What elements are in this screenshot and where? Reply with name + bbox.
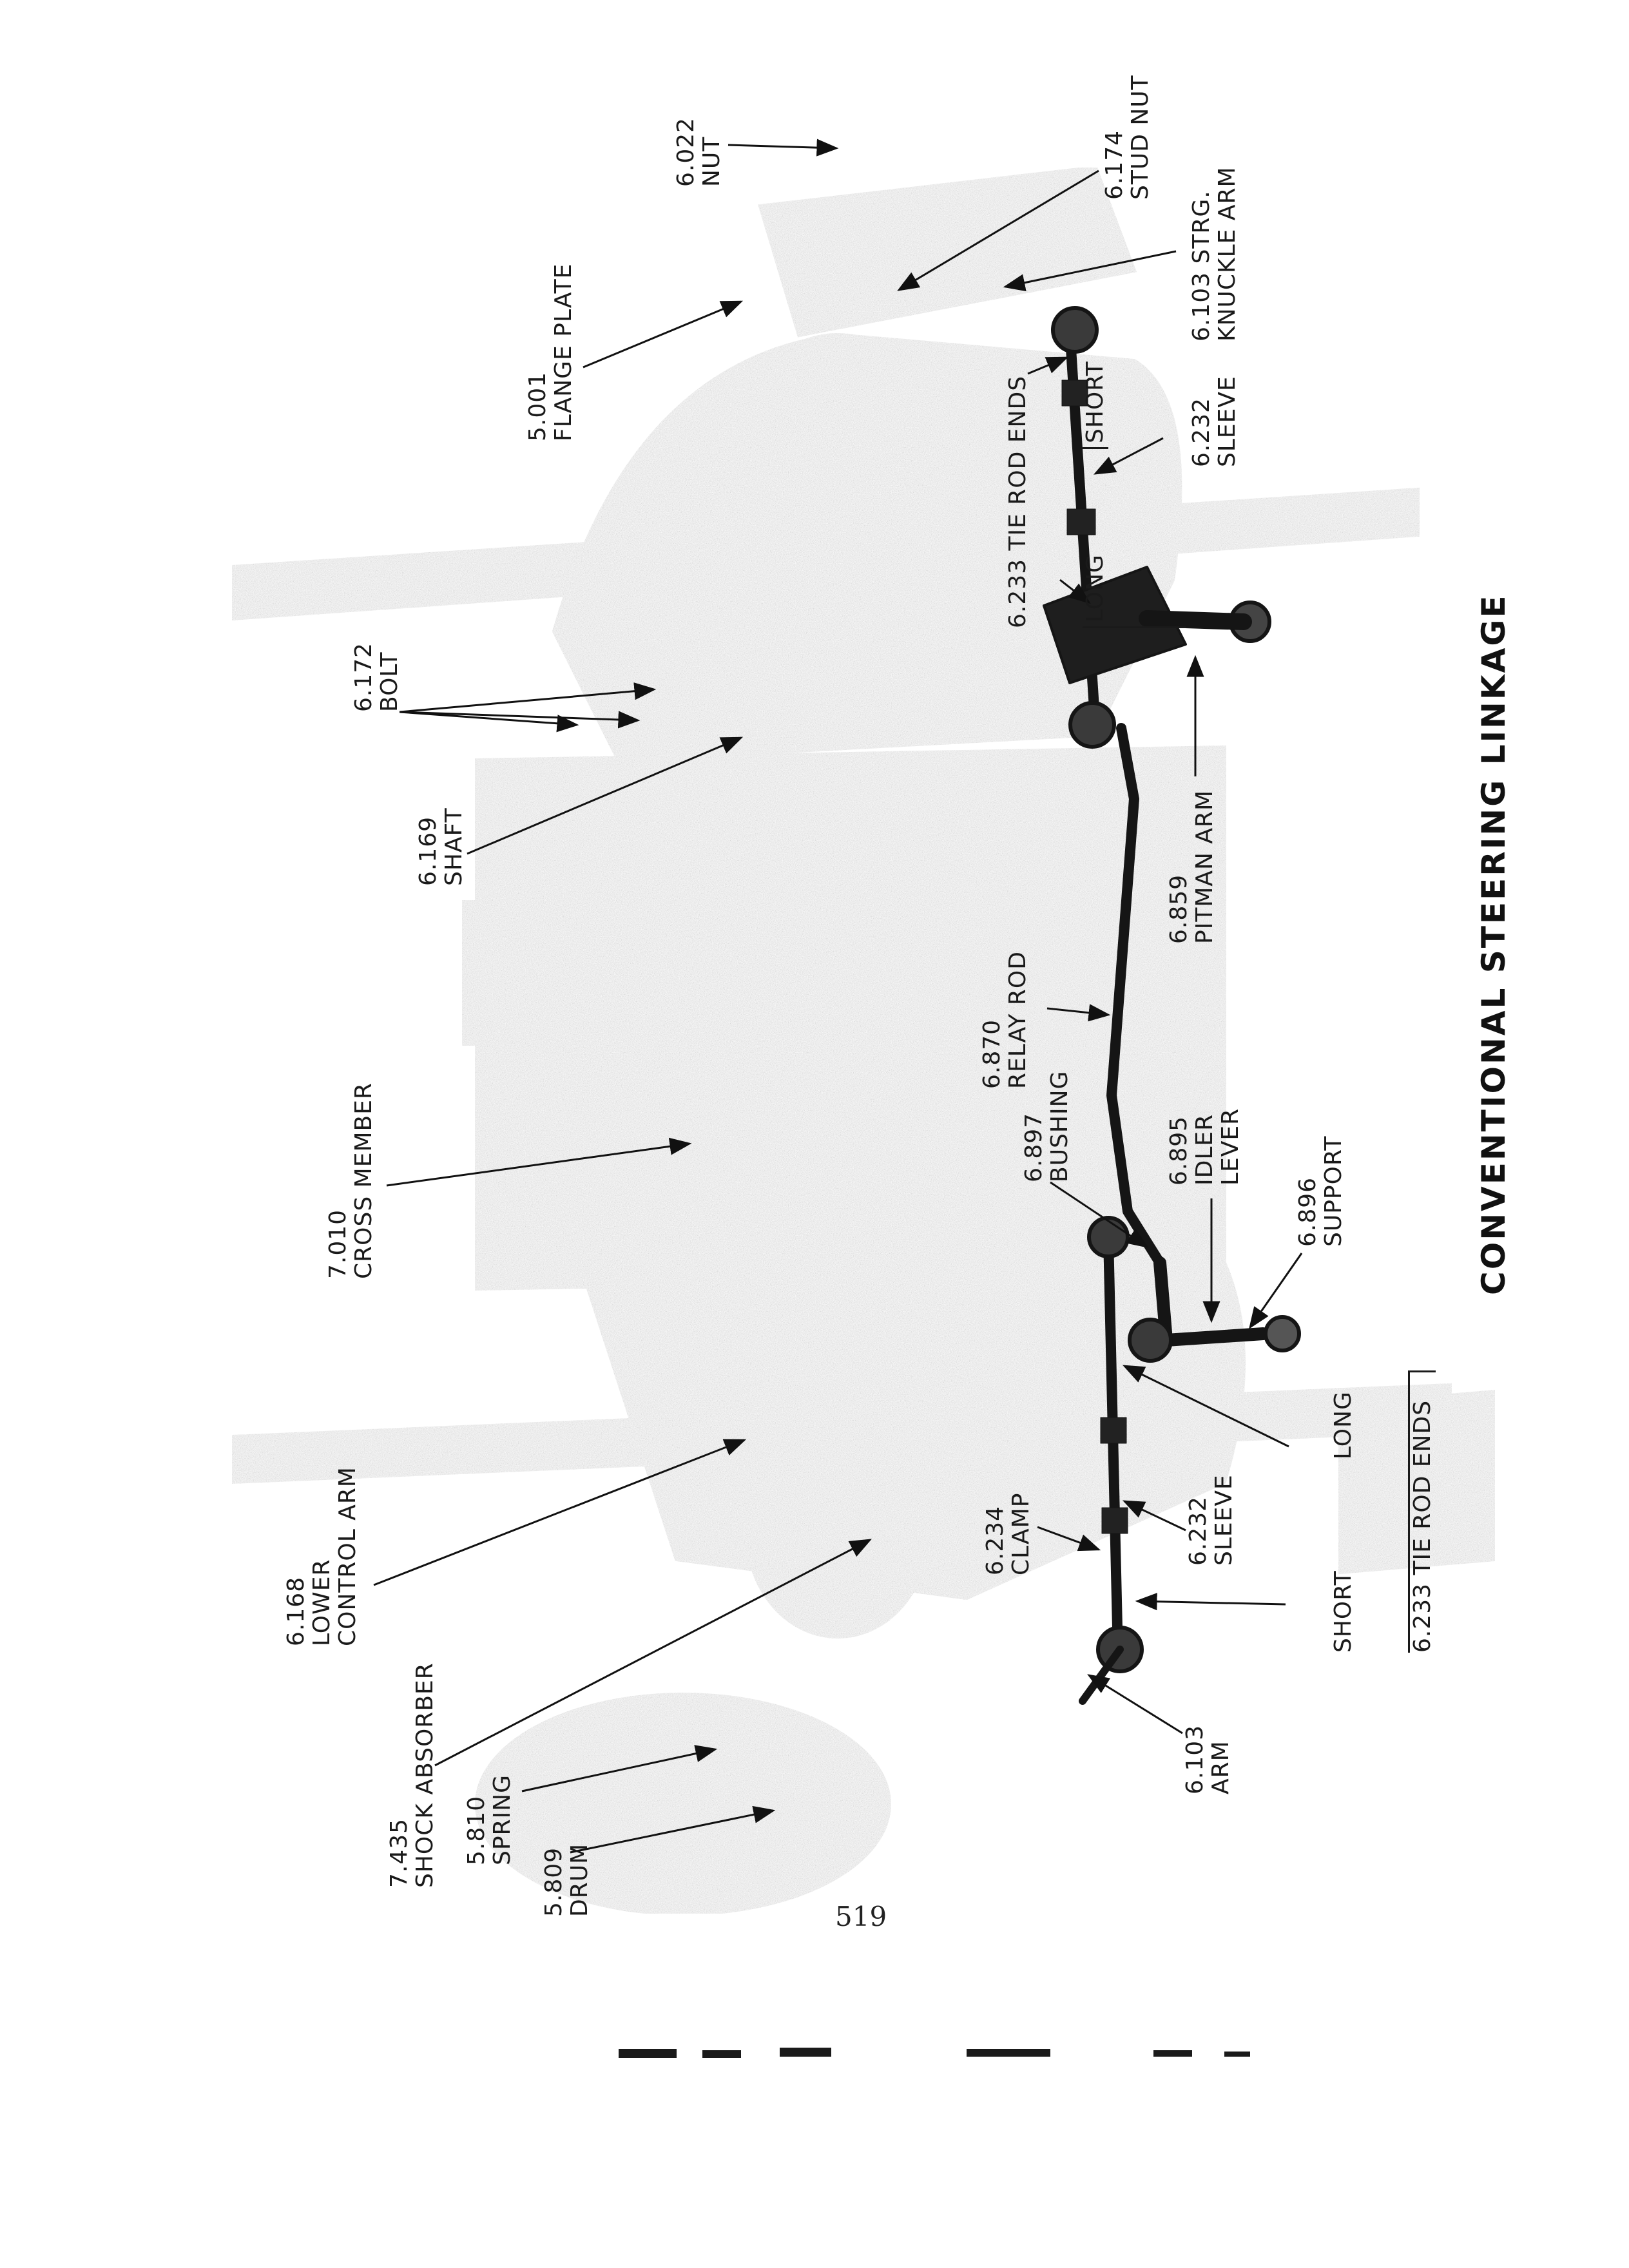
leader-bushing bbox=[1050, 1181, 1149, 1248]
leader-shaft bbox=[467, 736, 744, 855]
leader-lines bbox=[373, 139, 1303, 1854]
leader-cross-member bbox=[386, 1137, 692, 1187]
leader-shock-absorber bbox=[434, 1539, 872, 1767]
leader-nut bbox=[728, 139, 839, 157]
leader-bolt-3 bbox=[399, 711, 641, 729]
leader-stud-nut bbox=[897, 169, 1099, 291]
suspension-photo bbox=[230, 165, 1497, 1916]
leader-relay-rod bbox=[1046, 1004, 1111, 1022]
leader-sleeve-right bbox=[1093, 437, 1164, 475]
leader-long-right bbox=[1059, 579, 1091, 604]
tie-rod-ends-right-long: LONG bbox=[1082, 554, 1108, 622]
linkage-parts bbox=[1043, 306, 1301, 1705]
leader-short-left bbox=[1135, 1593, 1286, 1611]
leader-sleeve-left bbox=[1122, 1500, 1186, 1532]
leader-bolt-2 bbox=[399, 711, 579, 733]
leader-spring bbox=[521, 1745, 718, 1792]
tie-rod-ends-left-short: SHORT bbox=[1330, 1570, 1356, 1653]
leader-short-right bbox=[1027, 356, 1069, 375]
scan-artifacts bbox=[619, 2048, 1250, 2058]
leader-strg-knuckle-arm bbox=[1003, 250, 1177, 292]
page-number: 519 bbox=[835, 1901, 887, 1932]
leader-arm bbox=[1087, 1674, 1183, 1735]
tie-rod-ends-right-head: 6.233 TIE ROD ENDS bbox=[1005, 375, 1031, 628]
leader-bolt-1 bbox=[399, 682, 657, 713]
leader-flange-plate bbox=[583, 300, 744, 369]
tie-rod-ends-left-long: LONG bbox=[1330, 1391, 1356, 1459]
leader-drum bbox=[570, 1805, 776, 1854]
leader-lower-control-arm bbox=[373, 1439, 747, 1586]
leader-long-left bbox=[1122, 1365, 1289, 1448]
leader-support bbox=[1249, 1253, 1303, 1329]
tie-rod-ends-left-head: 6.233 TIE ROD ENDS bbox=[1408, 1370, 1436, 1653]
leader-clamp bbox=[1037, 1526, 1101, 1552]
tie-rod-ends-right-short: SHORT bbox=[1082, 361, 1108, 449]
